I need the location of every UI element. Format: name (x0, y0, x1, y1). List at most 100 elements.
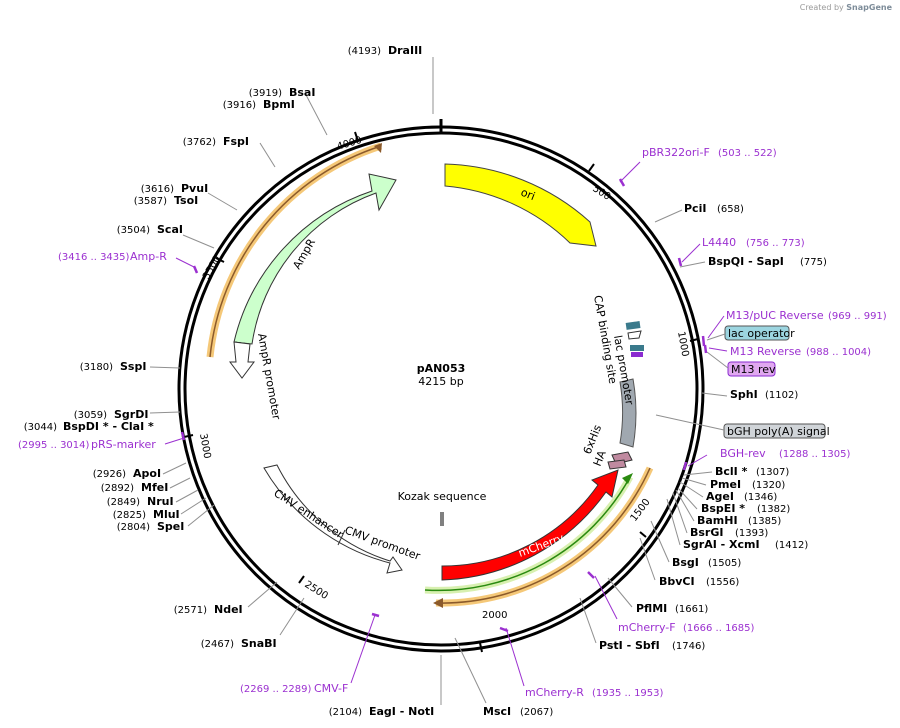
mcherry-feature[interactable] (441, 469, 619, 581)
enzyme-agei[interactable]: AgeI (706, 490, 734, 503)
primer-mcherryf[interactable]: mCherry-F (618, 621, 676, 634)
enzyme-bspqi[interactable]: BspQI - SapI (708, 255, 784, 268)
enzyme-pvui[interactable]: PvuI (181, 182, 208, 195)
enzyme-pos-pvui: (3616) (141, 184, 174, 195)
enzyme-psti[interactable]: PstI - SbfI (599, 639, 660, 652)
enzyme-bspei[interactable]: BspEI * (701, 502, 745, 515)
enzyme-pos-bspdi: (3044) (24, 422, 57, 433)
ori-feature[interactable] (444, 163, 597, 247)
mark-prs (180, 431, 186, 441)
enzyme-bamhi[interactable]: BamHI (697, 514, 738, 527)
bgh-polya-feature[interactable] (619, 378, 637, 448)
mark-bghrev (682, 461, 688, 471)
primer-m13rev[interactable]: M13 Reverse (730, 345, 801, 358)
enzyme-mfei[interactable]: MfeI (141, 481, 168, 494)
enzyme-labels-right: PciI (658) BspQI - SapI (775) SphI (1102… (599, 202, 827, 652)
enzyme-pos-tsoi: (3587) (134, 196, 167, 207)
primer-range-mcherryf: (1666 .. 1685) (683, 623, 755, 634)
plasmid-name: pAN053 (417, 362, 466, 375)
enzyme-pmei[interactable]: PmeI (710, 478, 741, 491)
enzyme-msci[interactable]: MscI (483, 705, 511, 718)
enzyme-pos-pmei: (1320) (752, 480, 785, 491)
enzyme-scai[interactable]: ScaI (157, 223, 183, 236)
primer-range-pbr322ori: (503 .. 522) (718, 148, 777, 159)
enzyme-nrui[interactable]: NruI (147, 495, 174, 508)
lac-promoter-feature[interactable] (627, 330, 642, 340)
enzyme-pos-bbvci: (1556) (706, 577, 739, 588)
primer-ampr[interactable]: Amp-R (130, 250, 167, 263)
enzyme-snabi[interactable]: SnaBI (241, 637, 277, 650)
leader-pmei (681, 477, 707, 486)
primer-range-prs: (2995 .. 3014) (18, 440, 90, 451)
enzyme-labels-left: (4193) DraIII (3919) BsaI (3916) BpmI (3… (24, 44, 554, 718)
leader-pcii (654, 209, 683, 223)
enzyme-ndei[interactable]: NdeI (214, 603, 243, 616)
leader-m13rev (708, 347, 728, 352)
enzyme-pos-agei: (1346) (744, 492, 777, 503)
enzyme-sphi[interactable]: SphI (730, 388, 758, 401)
leader-bghrev (687, 454, 708, 467)
mcherry-orange-core (435, 467, 651, 604)
cap-site-feature[interactable] (625, 321, 641, 330)
enzyme-bpmi[interactable]: BpmI (263, 98, 295, 111)
leader-m13puc (707, 315, 725, 339)
leader-snabi (279, 597, 305, 636)
enzyme-pflmi[interactable]: PflMI (636, 602, 667, 615)
ampr-feature[interactable] (233, 173, 397, 345)
enzyme-sgrai[interactable]: SgrAI - XcmI (683, 538, 760, 551)
kozak-feature[interactable] (440, 512, 444, 526)
tick-label-3000: 3000 (197, 433, 212, 460)
cmv-divider (337, 529, 346, 546)
leader-sspi (149, 366, 181, 369)
ha-feature[interactable] (607, 459, 627, 470)
enzyme-bsai[interactable]: BsaI (289, 86, 315, 99)
enzyme-bspdi[interactable]: BspDI * - ClaI * (63, 420, 154, 433)
enzyme-pos-sgrai: (1412) (775, 540, 808, 551)
enzyme-pcii[interactable]: PciI (684, 202, 706, 215)
enzyme-pos-bspei: (1382) (757, 504, 790, 515)
lac-operator-feature[interactable] (630, 345, 644, 351)
enzyme-pos-pflmi: (1661) (675, 604, 708, 615)
leader-msci (454, 637, 487, 704)
primer-leaders (164, 161, 728, 687)
ampr-orange-arrow (374, 143, 382, 153)
enzyme-sgrdi[interactable]: SgrDI (114, 408, 148, 421)
enzyme-fspi[interactable]: FspI (223, 135, 249, 148)
enzyme-pos-bcli: (1307) (756, 467, 789, 478)
primer-bghrev[interactable]: BGH-rev (720, 447, 766, 460)
enzyme-bsgi[interactable]: BsgI (672, 556, 699, 569)
primer-l4440[interactable]: L4440 (702, 236, 736, 249)
tick-label-2000: 2000 (482, 610, 507, 621)
enzyme-draiii[interactable]: DraIII (388, 44, 422, 57)
enzyme-pos-mfei: (2892) (101, 483, 134, 494)
enzyme-apoi[interactable]: ApoI (133, 467, 161, 480)
primer-mcherryr[interactable]: mCherry-R (525, 686, 584, 699)
enzyme-bcli[interactable]: BclI * (715, 465, 748, 478)
tick-1000 (689, 338, 699, 342)
primer-pbr322ori[interactable]: pBR322ori-F (642, 146, 710, 159)
enzyme-bbvci[interactable]: BbvCI (659, 575, 695, 588)
enzyme-pos-eagi: (2104) (329, 707, 362, 718)
enzyme-sspi[interactable]: SspI (120, 360, 146, 373)
kozak-label: Kozak sequence (398, 490, 487, 503)
mark-mcherryf (587, 571, 595, 579)
leader-prs (164, 437, 185, 445)
enzyme-tsoi[interactable]: TsoI (174, 194, 198, 207)
enzyme-bsrgi[interactable]: BsrGI (690, 526, 723, 539)
primer-m13puc[interactable]: M13/pUC Reverse (726, 309, 824, 322)
m13-rev-feature[interactable] (631, 352, 643, 357)
mark-pbr322ori (618, 178, 626, 187)
enzyme-spei[interactable]: SpeI (157, 520, 184, 533)
enzyme-pos-bpmi: (3916) (223, 100, 256, 111)
enzyme-eagi[interactable]: EagI - NotI (369, 705, 434, 718)
enzyme-pos-nrui: (2849) (107, 497, 140, 508)
enzyme-mlui[interactable]: MluI (153, 508, 180, 521)
cmv-feature[interactable] (263, 464, 403, 574)
primer-prs[interactable]: pRS-marker (91, 438, 156, 451)
lac-operator-box (724, 325, 790, 341)
primer-cmvf[interactable]: CMV-F (314, 682, 348, 695)
enzyme-pos-mlui: (2825) (113, 510, 146, 521)
primer-range-m13puc: (969 .. 991) (828, 311, 887, 322)
enzyme-pos-bsrgi: (1393) (735, 528, 768, 539)
ampr-promoter-feature[interactable] (229, 341, 255, 379)
